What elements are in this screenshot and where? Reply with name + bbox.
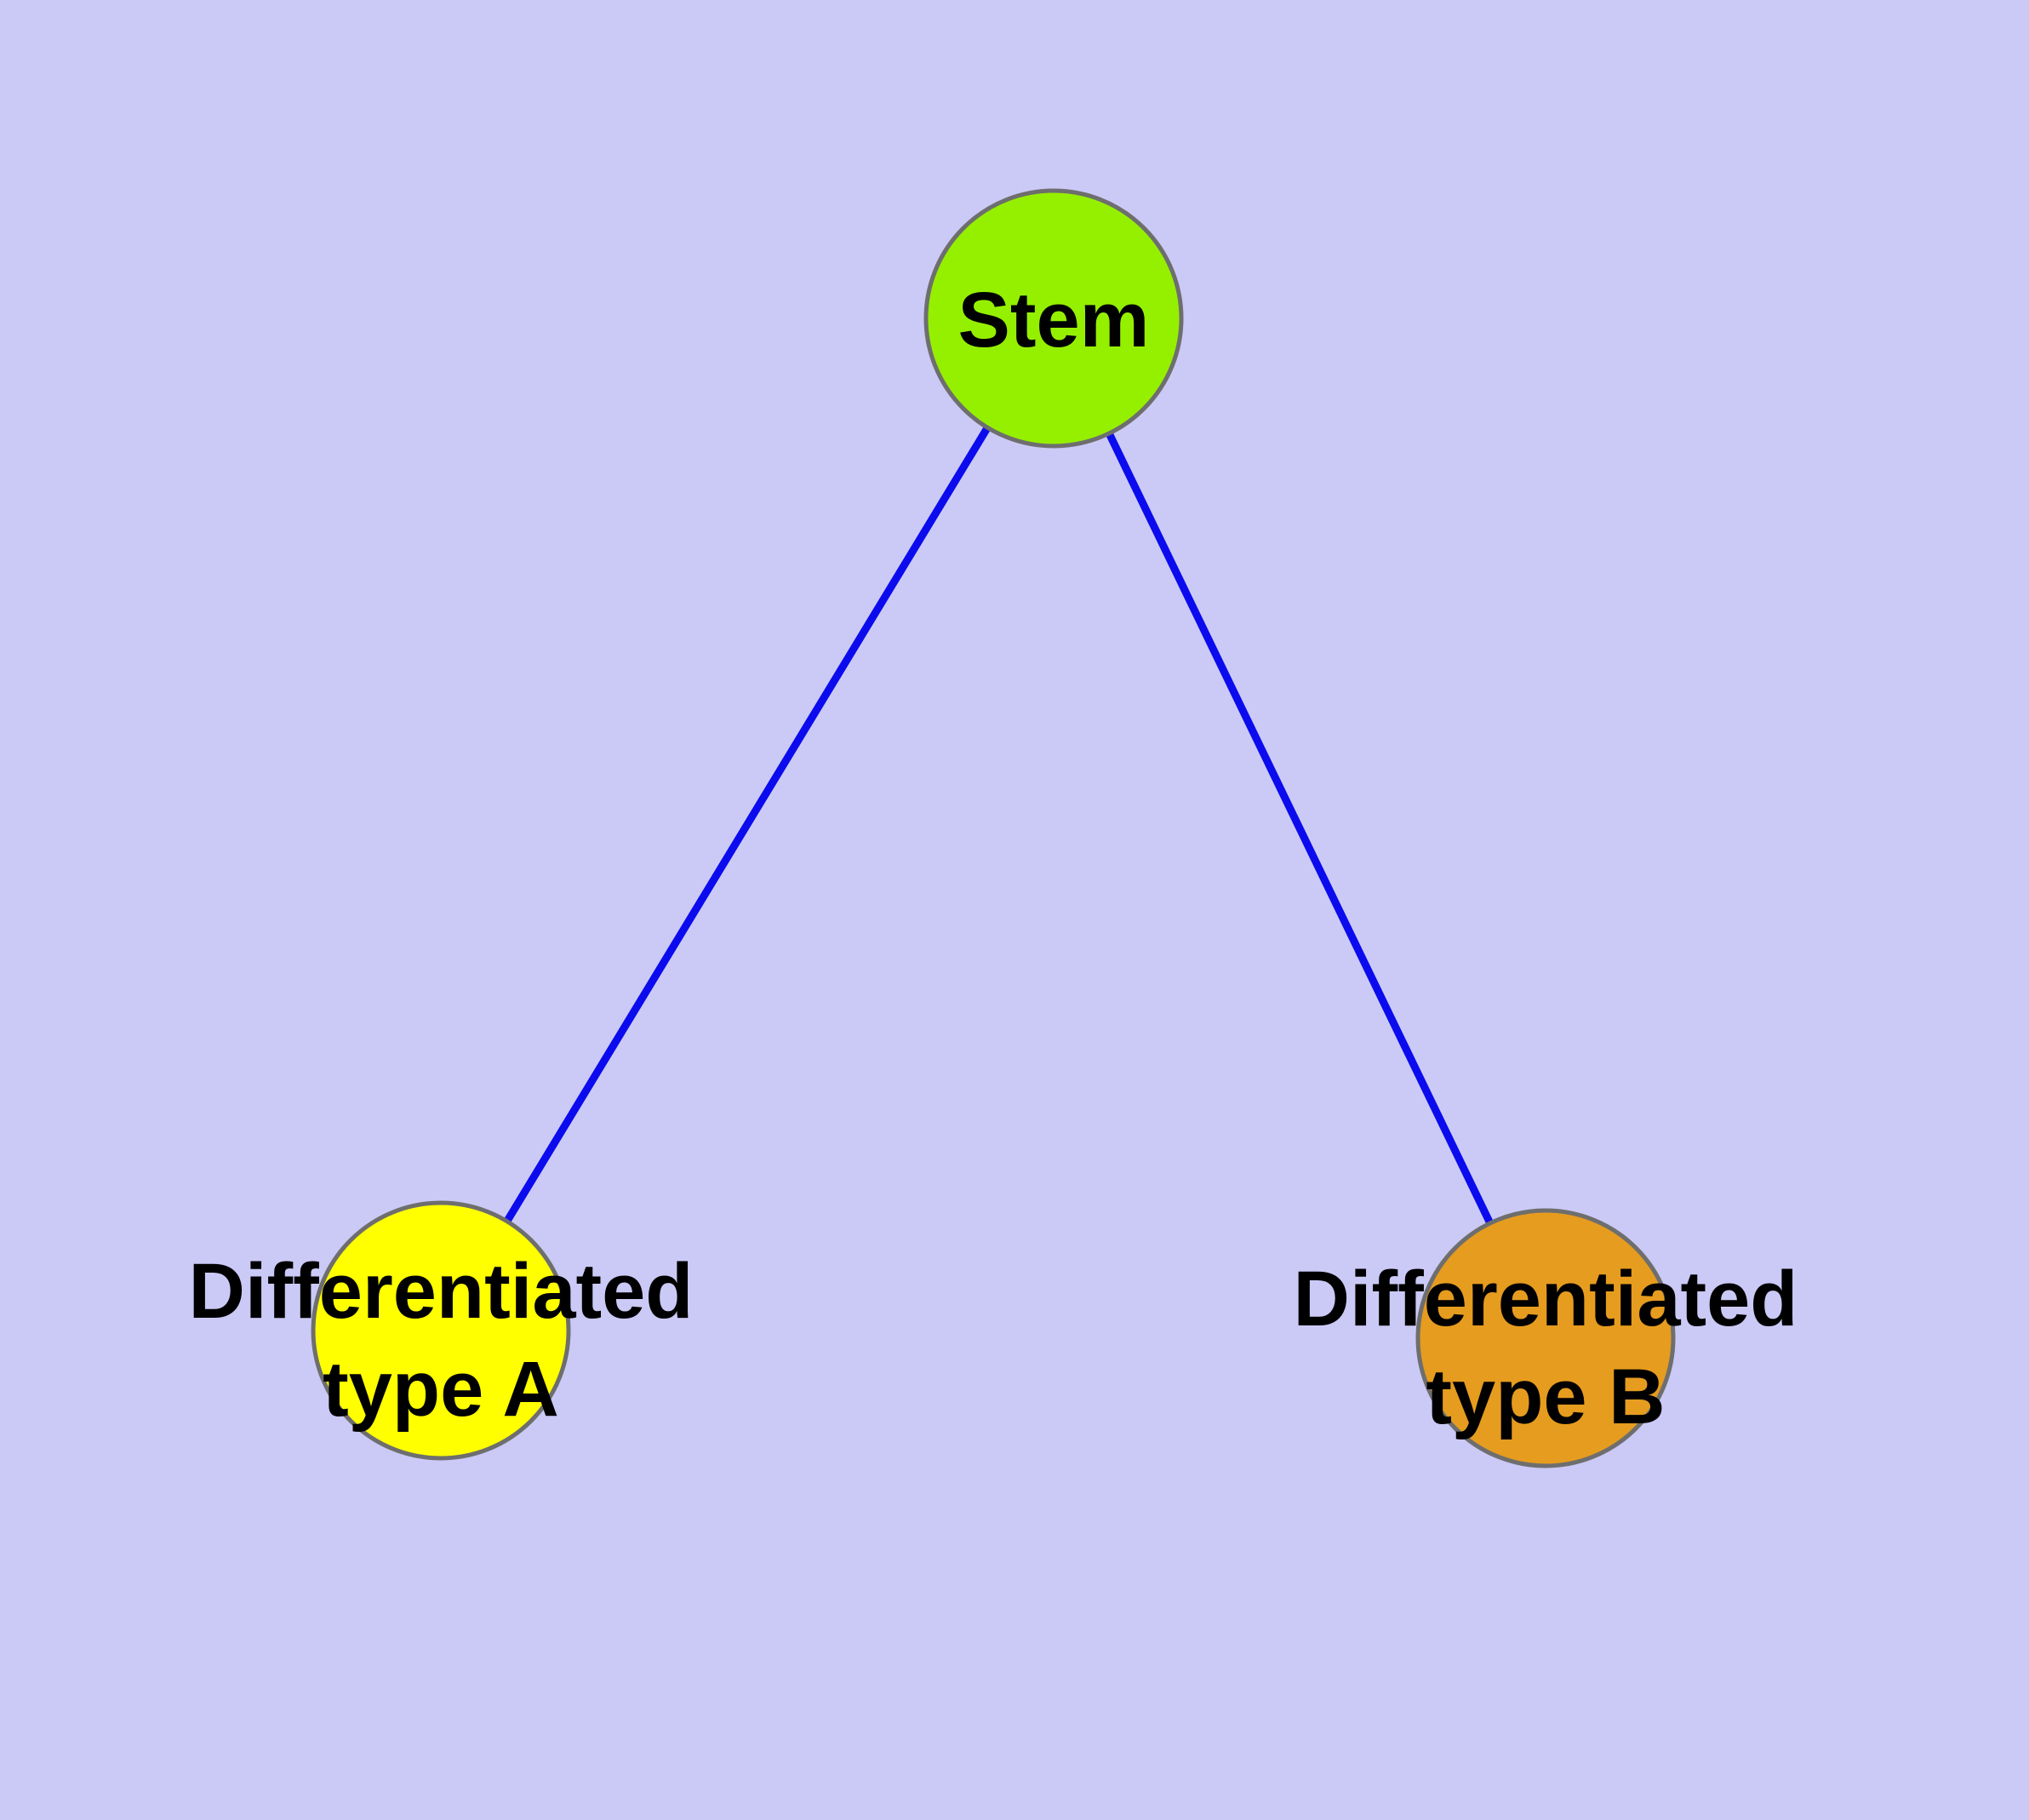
edge-stem-to-type-b <box>1049 317 1550 1340</box>
node-type-b-label-line2: type B <box>1426 1354 1665 1440</box>
node-type-a-label-line2: type A <box>323 1346 559 1433</box>
edge-stem-to-type-a <box>437 316 1057 1333</box>
node-type-a-label-line1: Differentiated <box>189 1248 694 1335</box>
node-stem <box>923 188 1184 449</box>
node-differentiated-type-b <box>1415 1208 1676 1468</box>
node-stem-label: Stem <box>958 277 1150 363</box>
node-differentiated-type-a <box>311 1200 571 1461</box>
node-type-b-label-line1: Differentiated <box>1294 1256 1798 1342</box>
